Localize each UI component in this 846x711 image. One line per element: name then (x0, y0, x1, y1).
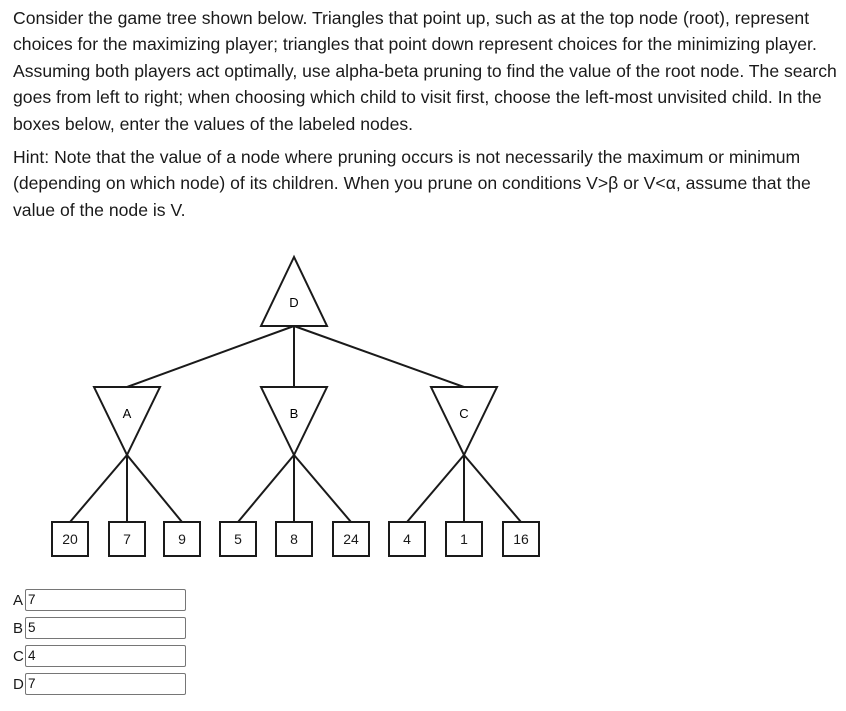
leaf-box-3 (163, 521, 201, 557)
leaf-box-4 (219, 521, 257, 557)
edge-b-l6 (293, 454, 352, 523)
answer-input-a[interactable]: 7 (25, 589, 186, 611)
answer-label-d: D (13, 676, 24, 693)
edge-d-a (126, 325, 295, 388)
answer-row-b: B 5 (13, 617, 186, 645)
answer-label-c: C (13, 648, 24, 665)
leaf-value-2: 7 (123, 531, 131, 547)
min-triangle-c (429, 386, 499, 458)
answer-input-c[interactable]: 4 (25, 645, 186, 667)
answer-label-a: A (13, 592, 24, 609)
edge-b-l4 (237, 454, 295, 523)
root-node-label: D (289, 295, 298, 310)
answer-row-c: C 4 (13, 645, 186, 673)
leaf-value-8: 1 (460, 531, 468, 547)
leaf-value-1: 20 (62, 531, 78, 547)
leaf-box-1 (51, 521, 89, 557)
edge-a-l3 (126, 454, 183, 523)
answer-input-b[interactable]: 5 (25, 617, 186, 639)
edge-d-c (293, 325, 465, 388)
leaf-value-5: 8 (290, 531, 298, 547)
node-label-c: C (459, 406, 468, 421)
leaf-box-6 (332, 521, 370, 557)
answer-input-d[interactable]: 7 (25, 673, 186, 695)
node-label-b: B (290, 406, 299, 421)
answer-label-b: B (13, 620, 24, 637)
edge-c-l7 (406, 454, 465, 523)
min-triangle-b (259, 386, 329, 458)
node-label-a: A (123, 406, 132, 421)
answer-form: A 7 B 5 C 4 D 7 (13, 589, 186, 701)
leaf-box-7 (388, 521, 426, 557)
leaf-value-6: 24 (343, 531, 359, 547)
leaf-value-7: 4 (403, 531, 411, 547)
leaf-value-3: 9 (178, 531, 186, 547)
answer-row-a: A 7 (13, 589, 186, 617)
edge-c-l9 (463, 454, 522, 523)
min-triangle-a (92, 386, 162, 458)
leaf-value-9: 16 (513, 531, 529, 547)
edge-a-l1 (69, 454, 128, 523)
question-text: Consider the game tree shown below. Tria… (13, 8, 837, 134)
leaf-box-2 (108, 521, 146, 557)
root-max-triangle (259, 254, 329, 327)
leaf-box-5 (275, 521, 313, 557)
answer-row-d: D 7 (13, 673, 186, 701)
leaf-value-4: 5 (234, 531, 242, 547)
hint-text: Hint: Note that the value of a node wher… (13, 147, 811, 220)
leaf-box-9 (502, 521, 540, 557)
leaf-box-8 (445, 521, 483, 557)
